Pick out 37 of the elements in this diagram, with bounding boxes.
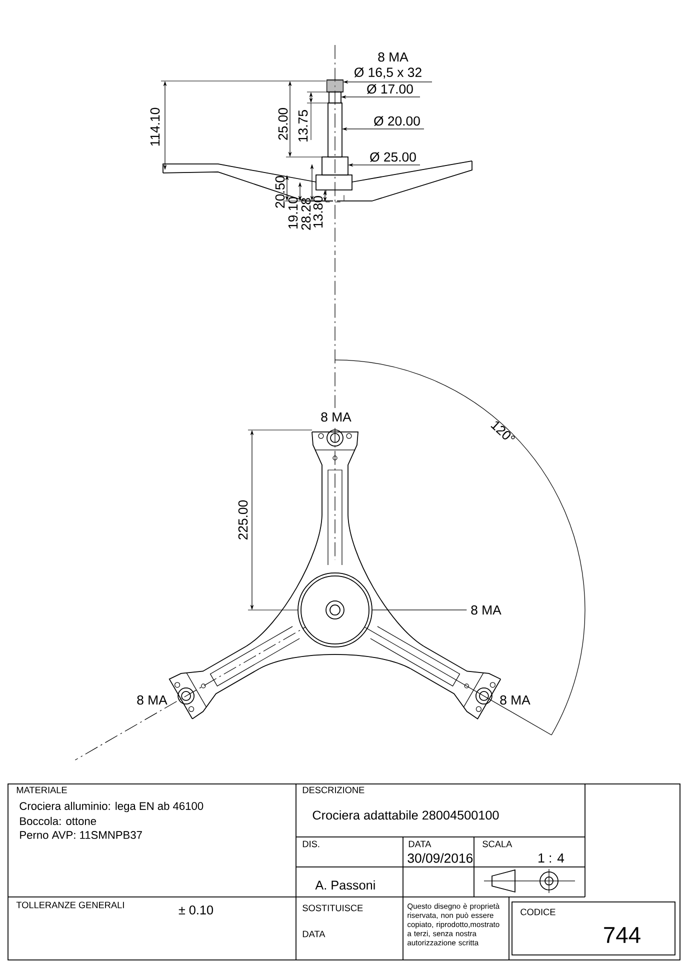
material-text: Perno AVP: 11SMNPB37 [20,831,142,839]
callout-text: 8 MA [137,695,168,705]
dimension-text: 114.10 [150,108,160,146]
hub-circle [298,572,372,648]
field-label: SOSTITUISCE [302,904,363,912]
dimension-text: 25.00 [278,108,288,140]
angle-text: 120° [490,421,515,440]
field-label: DATA [408,840,432,848]
date-text: 30/09/2016 [408,853,473,863]
dimension-text: Ø 25.00 [370,152,416,162]
field-label: CODICE [520,908,556,916]
field-label: DESCRIZIONE [302,786,364,794]
callout-text: 8 MA [500,695,530,705]
dimension-text: Ø 17.00 [367,84,413,94]
tolerance-text: ± 0.10 [178,906,214,914]
scale-text: 1 : 4 [538,853,564,863]
material-text: Crociera alluminio: lega EN ab 46100 [20,802,204,812]
material-text: Boccola: ottone [20,816,96,826]
dimension-text: Ø 20.00 [374,116,420,126]
dimension-text: Ø 16,5 x 32 [354,67,422,79]
field-label: DIS. [302,840,320,848]
field-label: DATA [302,930,326,938]
dimension-text: 13.75 [298,110,308,142]
field-label: SCALA [482,840,512,848]
callout-text: 8 MA [321,412,352,422]
dimension-text: 13.80 [313,196,323,228]
code-number: 744 [604,927,640,943]
dimension-text: 28.28 [301,198,311,230]
dimension-text: 225.00 [238,500,248,540]
callout-text: 8 MA [471,605,502,615]
dimension-text: 20.50 [275,176,285,208]
author-text: A. Passoni [315,880,375,890]
dimension-text: 19.10 [288,197,298,228]
field-label: MATERIALE [16,786,67,794]
field-label: TOLLERANZE GENERALI [16,902,124,908]
description-text: Crociera adattabile 28004500100 [312,810,499,820]
callout-text: 8 MA [378,52,408,62]
